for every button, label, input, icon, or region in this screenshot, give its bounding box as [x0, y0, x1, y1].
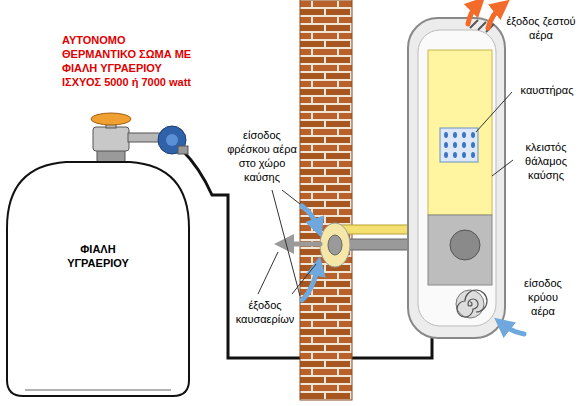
- leader-lines: [258, 92, 513, 296]
- gas-cylinder: ΦΙΑΛΗ ΥΓΡΑΕΡΙΟΥ: [5, 158, 191, 398]
- cylinder-label: ΦΙΑΛΗ ΥΓΡΑΕΡΙΟΥ: [53, 242, 143, 270]
- cylinder-valve: [91, 113, 160, 162]
- cylinder-outline: [5, 158, 191, 398]
- part-label: είσοδος κρύου αέρα: [515, 276, 571, 318]
- part-label: κλειστός θάλαμος καύσης: [515, 140, 577, 182]
- cylinder-body: [7, 162, 189, 396]
- part-label: καυστήρας: [515, 83, 579, 97]
- part-label: έξοδος ζεστού αέρα: [503, 14, 579, 42]
- title: ΑΥΤΟΝΟΜΟ ΘΕΡΜΑΝΤΙΚΟ ΣΩΜΑ ΜΕ ΦΙΑΛΗ ΥΓΡΑΕΡ…: [62, 33, 198, 89]
- part-label: είσοδος φρέσκου αέρα στο χώρο καύσης: [226, 128, 298, 184]
- part-label: έξοδος καυσαερίων: [232, 298, 298, 326]
- heater-unit: [408, 18, 505, 338]
- cylinder-foot: [25, 390, 171, 391]
- gas-regulator: [158, 126, 188, 154]
- airflow-arrows: [284, 4, 524, 334]
- brick-wall: [300, 0, 352, 400]
